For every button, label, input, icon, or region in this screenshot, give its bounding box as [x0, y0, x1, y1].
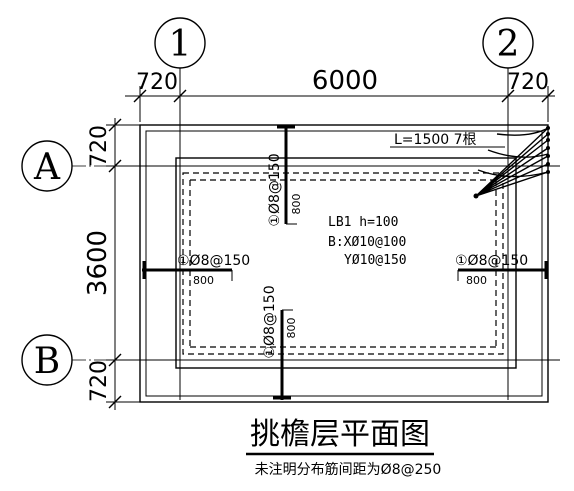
- slab-y-reinforcement: YØ10@150: [344, 253, 407, 268]
- grid-lines: [72, 165, 560, 361]
- corner-rebar-label: L=1500 7根: [394, 132, 477, 148]
- left-rebar-label: ①Ø8@150: [177, 253, 250, 269]
- svg-text:A: A: [33, 147, 61, 188]
- dim-top-main: 6000: [312, 66, 378, 96]
- axis-bubble-a: A: [21, 140, 73, 192]
- slab-annotation: LB1 h=100 B:XØ10@100 YØ10@150: [328, 215, 407, 268]
- left-dimension-line: 720 3600 720: [83, 118, 560, 410]
- top-rebar-length: 800: [290, 194, 303, 215]
- right-rebar-label: ①Ø8@150: [455, 253, 528, 269]
- bottom-rebar-length: 800: [285, 318, 298, 339]
- axis-bubble-b: B: [21, 334, 73, 386]
- corner-radial-rebar: L=1500 7根: [390, 126, 550, 199]
- dim-left-main: 3600: [83, 230, 113, 296]
- slab-x-reinforcement: B:XØ10@100: [328, 235, 406, 250]
- svg-text:1: 1: [169, 24, 192, 65]
- dim-top-left: 720: [136, 70, 178, 95]
- left-rebar: ①Ø8@150 800: [142, 253, 250, 287]
- top-rebar-label: ①Ø8@150: [267, 153, 283, 226]
- drawing-title-block: 挑檐层平面图 未注明分布筋间距为Ø8@250: [246, 417, 441, 478]
- svg-text:B: B: [34, 341, 60, 382]
- slab-name: LB1 h=100: [328, 215, 398, 230]
- slab-outline: [139, 124, 549, 403]
- drawing-note: 未注明分布筋间距为Ø8@250: [255, 461, 442, 478]
- svg-text:2: 2: [497, 24, 520, 65]
- right-rebar: ①Ø8@150 800: [455, 253, 548, 287]
- axis-bubble-2: 2: [482, 17, 534, 400]
- right-rebar-length: 800: [466, 274, 487, 287]
- dim-top-right: 720: [507, 70, 549, 95]
- left-rebar-length: 800: [193, 274, 214, 287]
- dim-left-bottom: 720: [87, 360, 112, 402]
- top-rebar: ①Ø8@150 800: [267, 125, 303, 227]
- bottom-rebar: ①Ø8@150 800: [262, 285, 298, 400]
- dim-left-top: 720: [87, 125, 112, 167]
- bottom-rebar-label: ①Ø8@150: [262, 285, 278, 358]
- axis-bubble-1: 1: [154, 17, 206, 400]
- top-dimension-line: 720 6000 720: [125, 66, 555, 122]
- drawing-title: 挑檐层平面图: [250, 417, 430, 452]
